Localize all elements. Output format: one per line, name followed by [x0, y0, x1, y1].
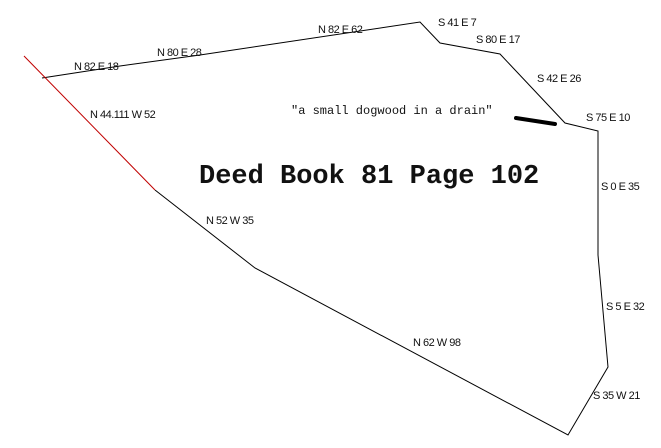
call-label: S 42 E 26 [537, 73, 581, 85]
call-label: N 44.111 W 52 [90, 109, 156, 121]
call-label: S 80 E 17 [476, 34, 520, 46]
boundary-line [41, 21, 609, 436]
adjoining-red-line [23, 55, 156, 191]
dogwood-annotation: "a small dogwood in a drain" [291, 104, 493, 118]
call-label: S 41 E 7 [438, 17, 477, 29]
call-label: N 62 W 98 [413, 337, 461, 349]
call-label: S 35 W 21 [593, 390, 640, 402]
dogwood-marker [514, 116, 557, 126]
deed-title: Deed Book 81 Page 102 [199, 162, 540, 192]
call-label: N 80 E 28 [157, 47, 202, 59]
call-label: S 75 E 10 [586, 112, 630, 124]
call-label: S 0 E 35 [601, 181, 640, 193]
call-label: N 82 E 62 [318, 24, 363, 36]
call-label: N 82 E 18 [74, 61, 119, 73]
call-label: N 52 W 35 [206, 215, 254, 227]
call-label: S 5 E 32 [606, 301, 645, 313]
